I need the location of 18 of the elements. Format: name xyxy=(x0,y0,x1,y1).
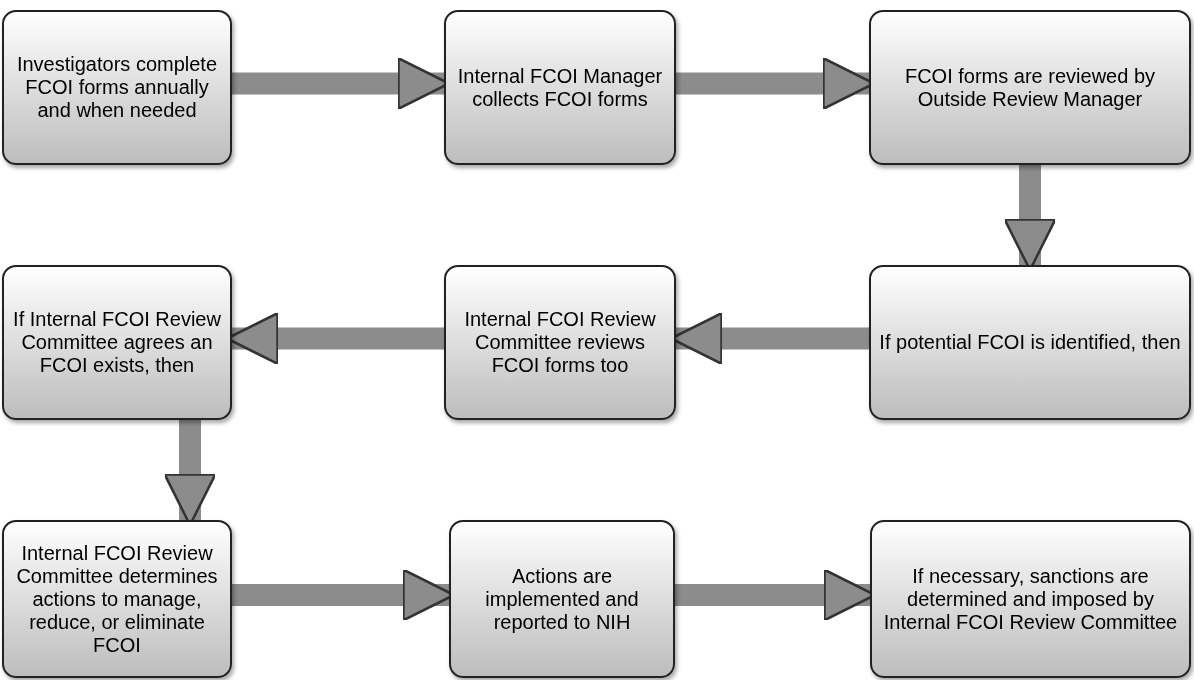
process-box xyxy=(449,520,675,678)
step-text: Internal FCOI Review Committee reviews FCOI forms too xyxy=(463,308,657,377)
process-box xyxy=(444,265,676,420)
process-box xyxy=(870,520,1191,678)
step-text: If necessary, sanctions are determined and imposed by Internal FCOI Review Committee xyxy=(882,564,1179,634)
step-text: Actions are implemented and reported to NIH xyxy=(484,564,640,634)
step-text: Internal FCOI Review Committee determines actions to manage, reduce, or eliminate FCOI xyxy=(15,541,219,657)
step-text: Internal FCOI Manager collects FCOI forms xyxy=(456,64,664,111)
process-box xyxy=(2,520,232,678)
process-box xyxy=(2,265,232,420)
process-box xyxy=(2,10,232,165)
step-text: If Internal FCOI Review Committee agrees an FCOI exists, then xyxy=(12,308,222,377)
step-text: FCOI forms are reviewed by Outside Review Manager xyxy=(903,64,1157,111)
step-text: Investigators complete FCOI forms annually and when needed xyxy=(15,53,219,122)
process-box xyxy=(869,265,1191,420)
process-box xyxy=(869,10,1191,165)
process-box xyxy=(444,10,676,165)
step-text: If potential FCOI is identified, then xyxy=(879,331,1181,354)
